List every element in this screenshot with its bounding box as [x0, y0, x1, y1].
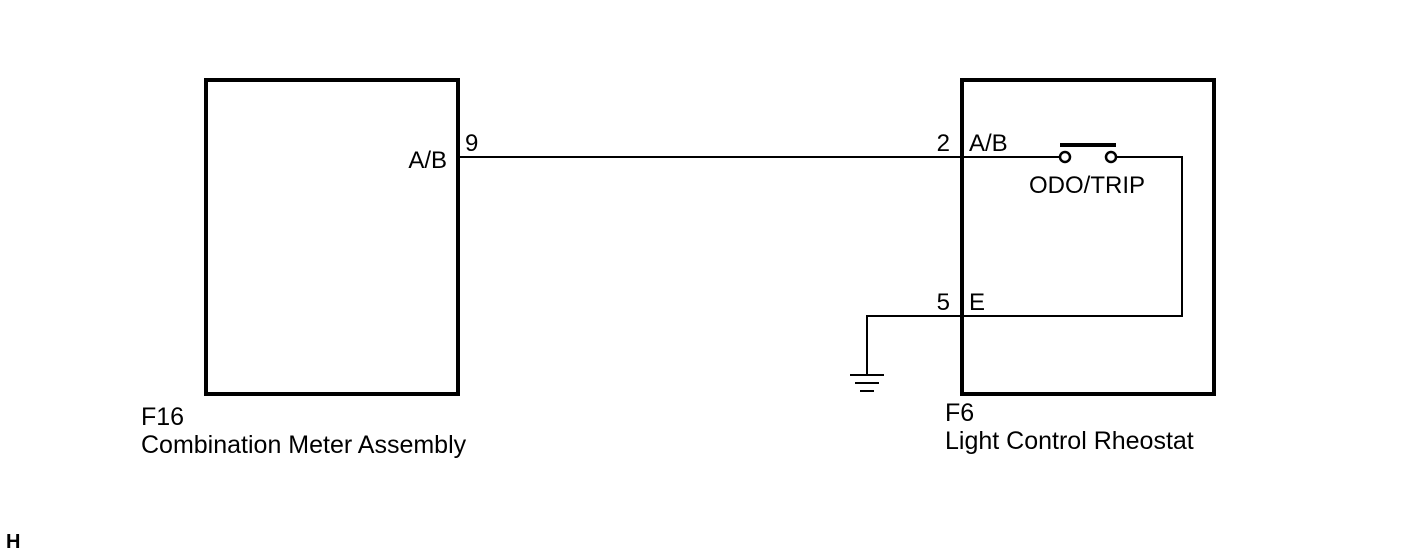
- odo-trip-switch-contact-right: [1104, 150, 1118, 164]
- rheostat-ab-terminal-label: A/B: [969, 130, 1008, 157]
- corner-mark: H: [6, 531, 20, 553]
- combination-meter-box: [204, 78, 460, 396]
- rheostat-name: Light Control Rheostat: [945, 427, 1194, 455]
- rheostat-e-pin-number: 5: [937, 289, 950, 316]
- meter-code: F16: [141, 403, 184, 431]
- meter-name: Combination Meter Assembly: [141, 431, 467, 459]
- rheostat-e-terminal-label: E: [969, 289, 985, 316]
- meter-pin-number: 9: [465, 130, 478, 157]
- odo-trip-switch-contact-left: [1058, 150, 1072, 164]
- ground-wire: [866, 315, 962, 374]
- ground-icon: [850, 374, 884, 392]
- rheostat-code: F6: [945, 399, 974, 427]
- light-control-rheostat-box: [960, 78, 1216, 396]
- rheostat-ab-pin-number: 2: [937, 130, 950, 157]
- meter-terminal-label: A/B: [408, 147, 447, 174]
- rheostat-internal-return-wire: [962, 156, 1183, 317]
- odo-trip-switch-label: ODO/TRIP: [1029, 172, 1145, 199]
